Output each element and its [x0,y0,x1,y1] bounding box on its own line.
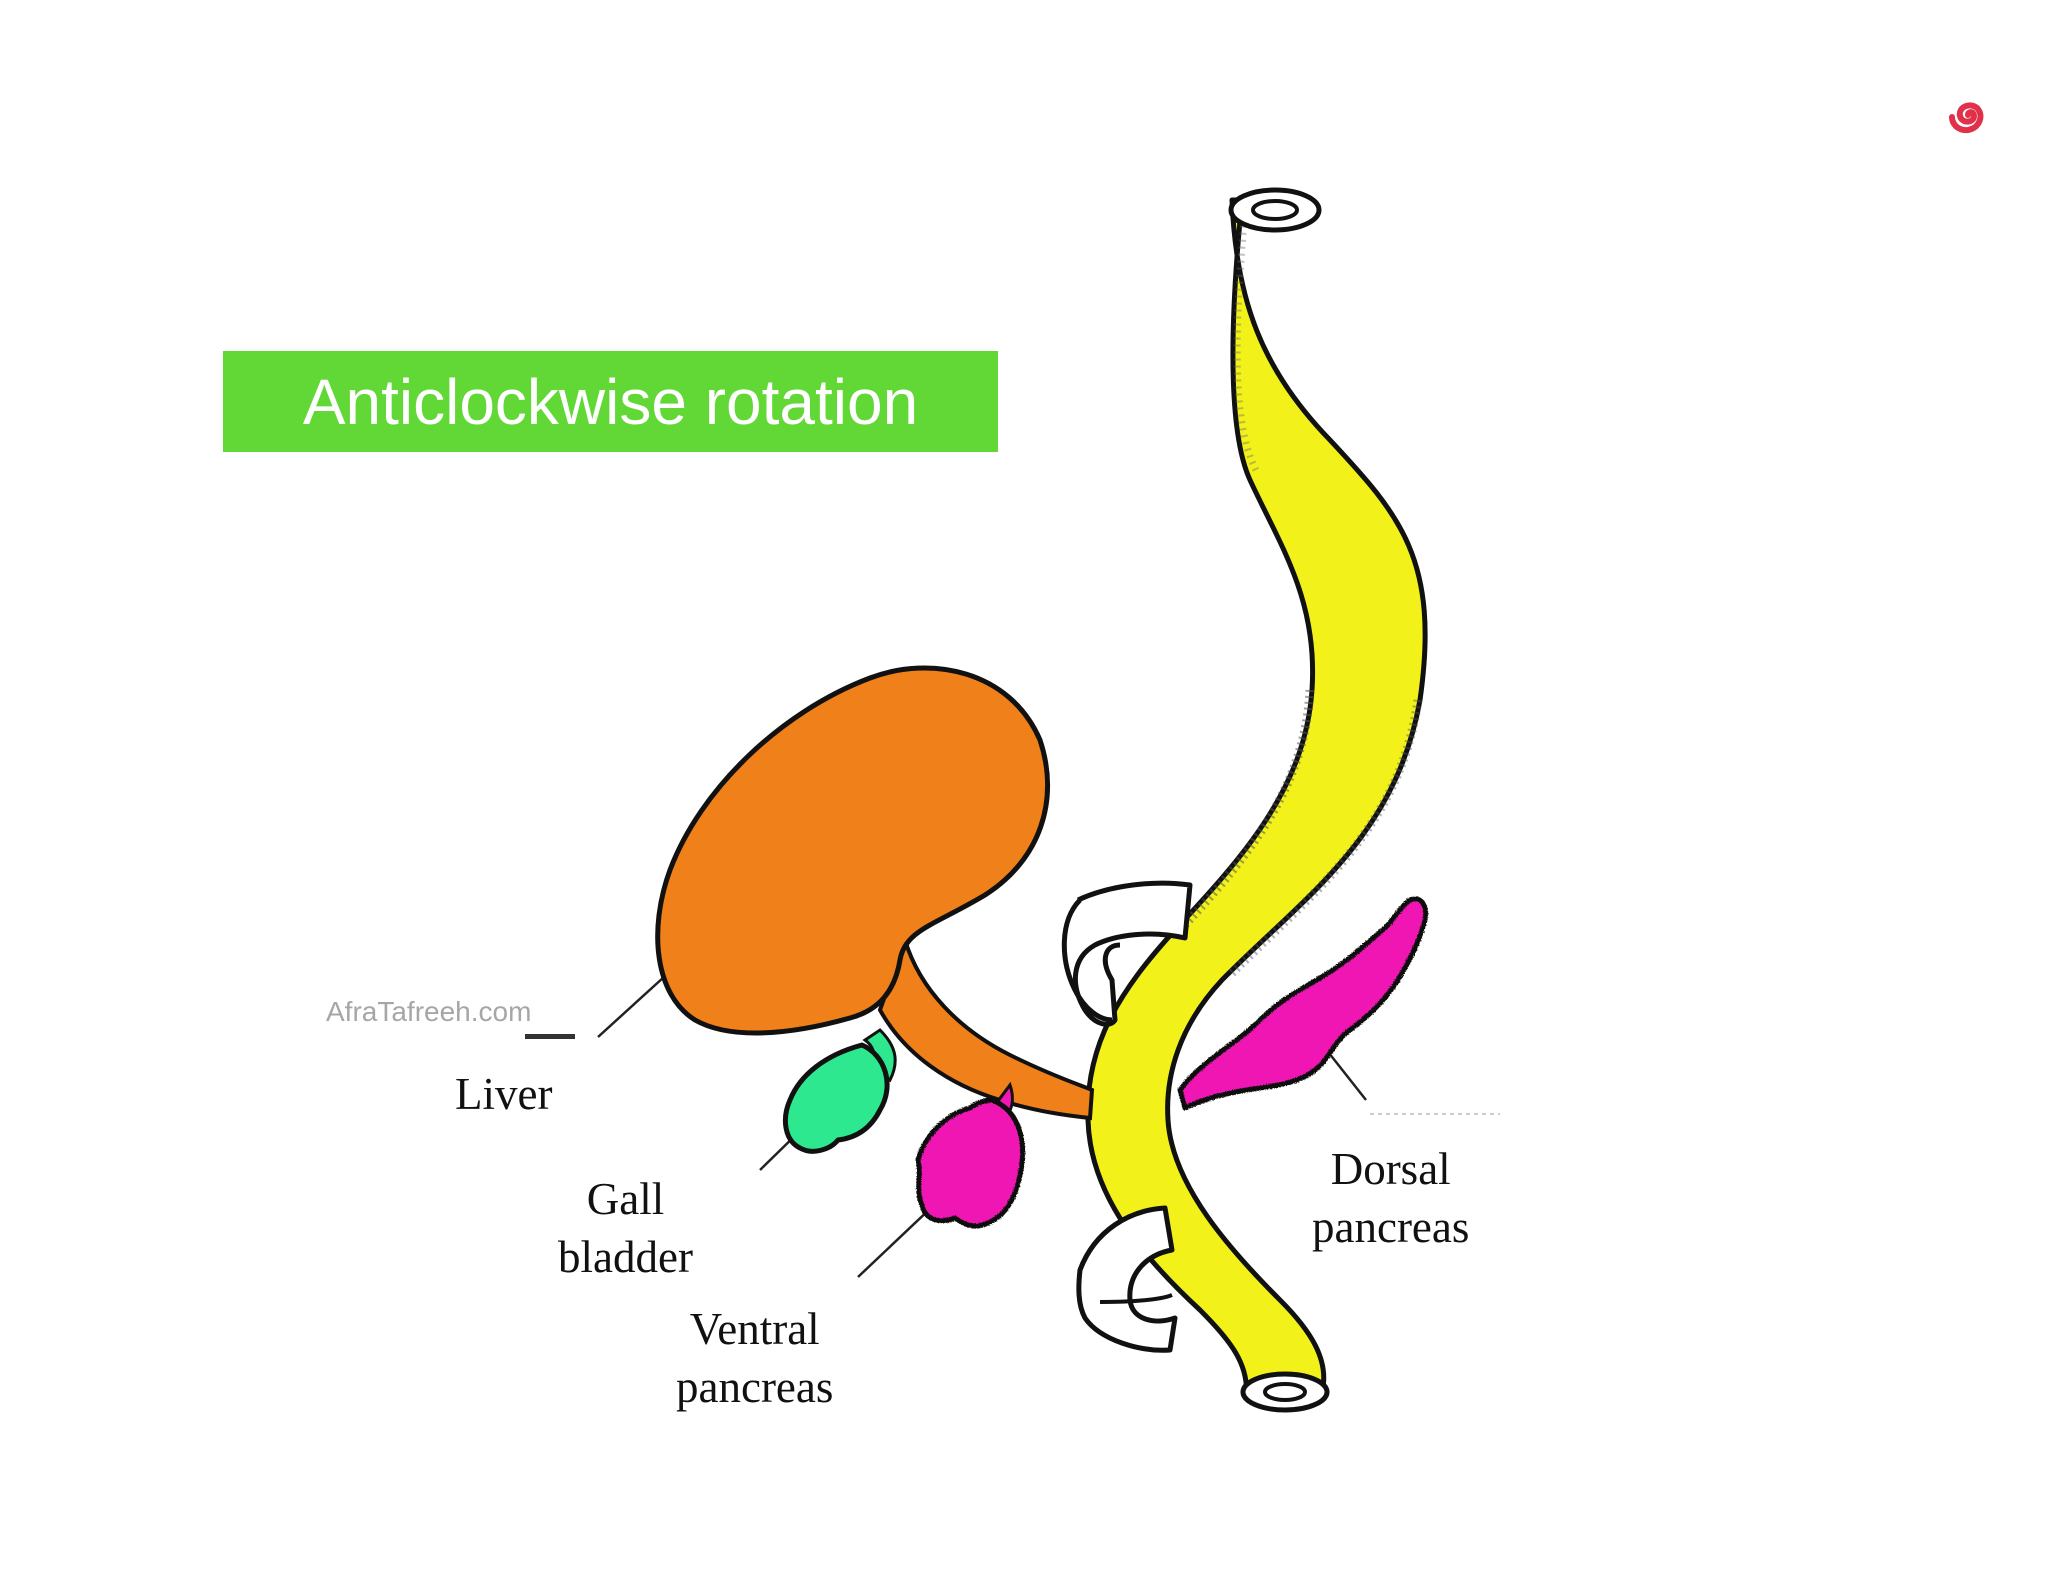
title-banner: Anticlockwise rotation [223,351,998,452]
liver [655,665,1050,1036]
liver-pointer [597,976,665,1038]
label-gall-bladder-line2: bladder [558,1232,693,1282]
gall-bladder [782,1028,897,1154]
label-liver-line: Liver [455,1069,553,1119]
dorsal-pancreas [1177,896,1429,1111]
upper-mesentery-ribbon [1061,880,1193,1027]
ventral-pancreas [915,1081,1026,1229]
spiral-logo-icon [1949,102,1984,134]
upper-tube-opening [1228,187,1322,233]
lower-mesentery-ribbon [1076,1205,1178,1353]
lower-tube-opening [1240,1371,1330,1413]
bile-duct [877,933,1095,1121]
label-gall-bladder: Gall bladder [558,1170,693,1286]
label-dorsal-pancreas-line2: pancreas [1312,1202,1470,1252]
label-ventral-pancreas-line1: Ventral [689,1304,820,1354]
label-ventral-pancreas: Ventral pancreas [676,1300,833,1416]
dorsal-pancreas-pointer [1324,1047,1367,1101]
watermark-text: AfraTafreeh.com [326,996,532,1027]
label-ventral-pancreas-line2: pancreas [676,1362,834,1412]
label-dorsal-pancreas-line1: Dorsal [1330,1144,1451,1194]
label-liver: Liver [455,1065,552,1123]
page-title: Anticlockwise rotation [302,365,919,438]
label-gall-bladder-line1: Gall [586,1174,665,1224]
liver-pointer-tick [525,1034,575,1039]
label-dorsal-pancreas: Dorsal pancreas [1312,1140,1469,1256]
